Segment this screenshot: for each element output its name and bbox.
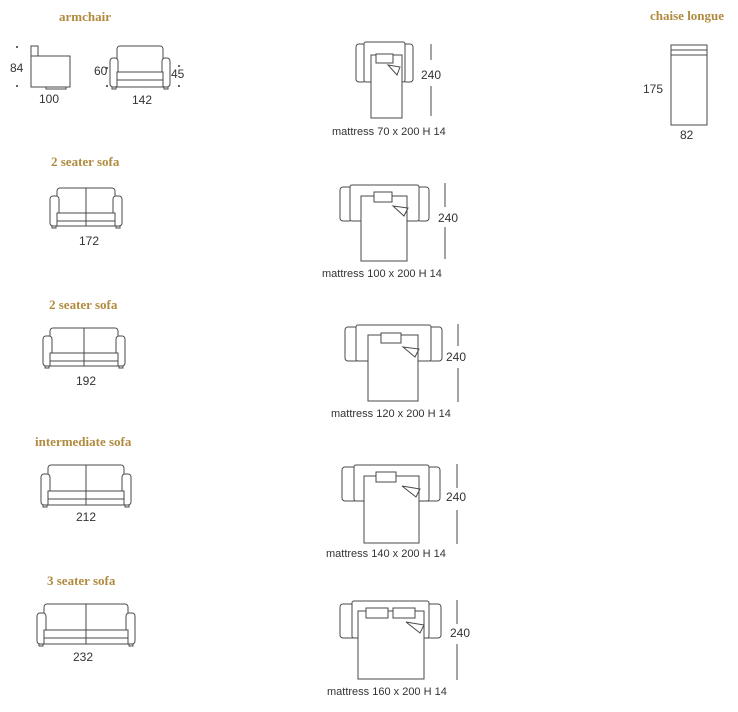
bed-plan-120 bbox=[343, 322, 465, 406]
chaise-longue-length: 175 bbox=[643, 82, 664, 96]
chaise-longue-width: 82 bbox=[680, 128, 694, 142]
sofa-192-heading: 2 seater sofa bbox=[49, 297, 118, 312]
bed-length-100: 240 bbox=[438, 211, 459, 225]
sofa-front-212 bbox=[38, 462, 134, 512]
armchair-front-seat-height: 60 bbox=[94, 64, 108, 78]
bed-caption-70: mattress 70 x 200 H 14 bbox=[332, 126, 446, 138]
armchair-side-height: 84 bbox=[10, 61, 24, 75]
sofa-212-heading: intermediate sofa bbox=[35, 434, 132, 449]
bed-caption-160: mattress 160 x 200 H 14 bbox=[327, 686, 447, 698]
sofa-width-172: 172 bbox=[79, 234, 100, 248]
sofa-front-232 bbox=[34, 600, 138, 650]
sofa-width-212: 212 bbox=[76, 510, 97, 524]
sofa-width-232: 232 bbox=[73, 650, 94, 664]
bed-plan-160 bbox=[338, 598, 468, 684]
sofa-front-192 bbox=[40, 325, 130, 373]
bed-length-70: 240 bbox=[421, 68, 442, 82]
armchair-side-view bbox=[16, 42, 76, 94]
bed-caption-120: mattress 120 x 200 H 14 bbox=[331, 408, 451, 420]
armchair-front-arm-height: 45 bbox=[171, 67, 185, 81]
bed-length-120: 240 bbox=[446, 350, 467, 364]
sofa-232-heading: 3 seater sofa bbox=[47, 573, 116, 588]
armchair-side-depth: 100 bbox=[39, 92, 60, 106]
armchair-heading: armchair bbox=[59, 9, 111, 24]
bed-caption-100: mattress 100 x 200 H 14 bbox=[322, 268, 442, 280]
bed-plan-70 bbox=[355, 40, 437, 124]
sofa-172-heading: 2 seater sofa bbox=[51, 154, 120, 169]
sofa-front-172 bbox=[47, 185, 127, 233]
chaise-longue-heading: chaise longue bbox=[650, 8, 725, 23]
bed-length-160: 240 bbox=[450, 626, 471, 640]
armchair-front-view bbox=[106, 42, 180, 94]
bed-length-140: 240 bbox=[446, 490, 467, 504]
bed-plan-100 bbox=[338, 181, 448, 265]
bed-caption-140: mattress 140 x 200 H 14 bbox=[326, 548, 446, 560]
armchair-front-width: 142 bbox=[132, 93, 153, 107]
bed-plan-140 bbox=[340, 462, 466, 548]
chaise-longue-plan bbox=[670, 44, 708, 126]
sofa-width-192: 192 bbox=[76, 374, 97, 388]
